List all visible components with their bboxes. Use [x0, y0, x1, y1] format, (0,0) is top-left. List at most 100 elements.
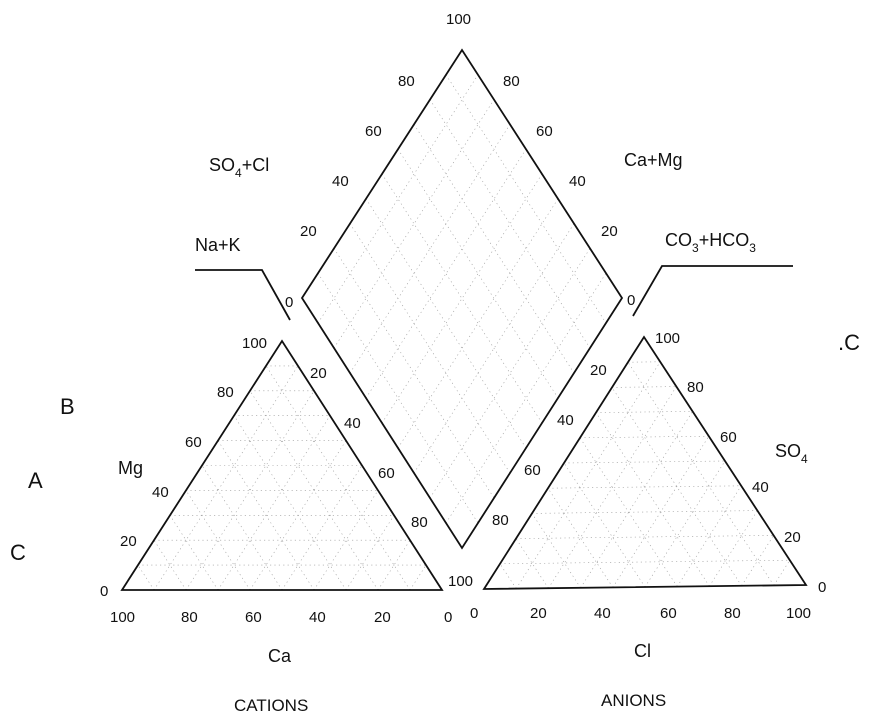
diamond-lower-right-tick: 80 [492, 512, 509, 529]
cl-axis-label: Cl [634, 641, 651, 661]
letter-b: B [60, 394, 75, 419]
na-k-leader-line [195, 269, 291, 321]
cation-left-tick: 100 [242, 335, 267, 352]
grid-line [265, 365, 411, 591]
diamond-grid [317, 74, 607, 524]
anions-title: ANIONS [601, 691, 666, 710]
co3-hco3-label: CO3+HCO3 [665, 230, 756, 255]
grid-line [397, 149, 559, 399]
cation-left-tick: 0 [100, 583, 108, 600]
diamond-lower-left-tick: 80 [411, 514, 428, 531]
grid-line [515, 535, 774, 539]
grid-line [644, 460, 726, 588]
grid-line [515, 361, 661, 589]
anion-base-tick: 40 [594, 605, 611, 622]
grid-line [349, 124, 511, 374]
letter-c: C [10, 540, 26, 565]
grid-line [709, 510, 758, 587]
letter-a: A [28, 468, 43, 493]
co3-hco3-leader-line [632, 265, 793, 317]
anion-base-tick: 100 [786, 605, 811, 622]
grid-line [611, 386, 677, 388]
grid-line [595, 412, 710, 587]
anion-right-tick: 40 [752, 479, 769, 496]
grid-line [169, 515, 219, 591]
cation-base-tick: 60 [245, 609, 262, 626]
grid-line [531, 510, 758, 514]
grid-line [429, 99, 591, 349]
diamond-upper-right-tick: 80 [503, 73, 520, 90]
anion-base-tick: 20 [530, 605, 547, 622]
cation-base-tick: 20 [374, 609, 391, 626]
diamond-lower-left-tick: 40 [344, 415, 361, 432]
cation-base-tick: 80 [181, 609, 198, 626]
grid-line [377, 540, 411, 591]
mg-axis-label: Mg [118, 458, 143, 478]
anion-base-tick: 80 [724, 605, 741, 622]
grid-line [413, 223, 575, 474]
diamond-upper-right-tick: 20 [601, 223, 618, 240]
diamond-upper-right-tick: 60 [536, 123, 553, 140]
diamond-lower-right-tick: 40 [557, 412, 574, 429]
grid-line [365, 198, 527, 449]
grid-line [397, 198, 559, 449]
diamond-upper-left-tick: 100 [446, 11, 471, 28]
grid-line [345, 515, 395, 591]
cation-left-tick: 80 [217, 384, 234, 401]
na-k-label: Na+K [195, 235, 241, 255]
grid-line [413, 124, 575, 374]
grid-line [333, 248, 495, 499]
diamond-lower-left-tick: 60 [378, 465, 395, 482]
grid-line [381, 173, 543, 424]
grid-line [445, 74, 607, 324]
grid-line [627, 362, 775, 586]
letter-c-right: .C [838, 330, 860, 355]
anion-right-tick: 100 [655, 330, 680, 347]
grid-line [531, 513, 581, 588]
grid-line [349, 223, 511, 474]
grid-line [153, 540, 187, 591]
grid-line [201, 465, 283, 591]
grid-line [499, 559, 790, 565]
grid-line [515, 538, 549, 589]
grid-line [429, 248, 591, 499]
grid-line [580, 411, 693, 588]
ca-mg-label: Ca+Mg [624, 150, 683, 170]
so4-cl-label: SO4+Cl [209, 155, 269, 180]
cations-title: CATIONS [234, 696, 308, 714]
grid-line [317, 74, 479, 324]
grid-line [563, 462, 646, 588]
diamond-upper-left-tick: 80 [398, 73, 415, 90]
anion-base-tick: 0 [470, 605, 478, 622]
cation-left-tick: 20 [120, 533, 137, 550]
grid-line [409, 564, 427, 591]
grid-line [773, 560, 791, 586]
anion-base-tick: 60 [660, 605, 677, 622]
diamond-outline [300, 48, 624, 550]
anion-right-tick: 20 [784, 529, 801, 546]
grid-line [233, 415, 347, 591]
diamond-upper-left-tick: 20 [300, 223, 317, 240]
grid-line [547, 488, 614, 588]
grid-line [548, 386, 677, 589]
grid-line [445, 273, 607, 524]
cation-base-tick: 0 [444, 609, 452, 626]
grid-line [137, 564, 155, 591]
anion-right-tick: 80 [687, 379, 704, 396]
anion-triangle [482, 335, 808, 590]
cation-base-tick: 40 [309, 609, 326, 626]
grid-line [579, 437, 678, 587]
anion-right-tick: 0 [818, 579, 826, 596]
diamond-lower-right-tick: 20 [590, 362, 607, 379]
grid-line [153, 365, 299, 591]
grid-line [595, 411, 693, 413]
diamond-upper-left-tick: 40 [332, 173, 349, 190]
diamond-upper-left-tick: 60 [365, 123, 382, 140]
grid-line [317, 273, 479, 524]
anion-triangle-grid [499, 361, 791, 589]
grid-line [365, 149, 527, 399]
diamond-lower-left-tick: 20 [310, 365, 327, 382]
grid-line [499, 563, 517, 589]
ca-axis-label: Ca [268, 646, 292, 666]
cation-left-tick: 40 [152, 484, 169, 501]
